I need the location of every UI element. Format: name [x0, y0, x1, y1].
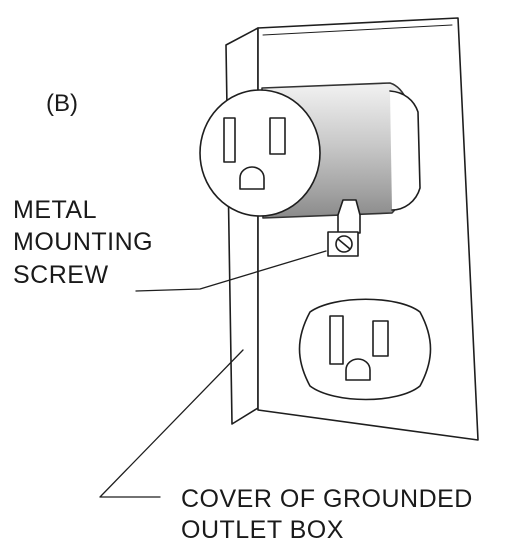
adapter-face [199, 89, 321, 217]
screw-label-line-1: METAL [13, 196, 97, 224]
adapter-tab [389, 90, 421, 211]
screw-leader-line [135, 250, 327, 292]
lower-receptacle [298, 298, 432, 401]
grounding-lug [337, 199, 361, 234]
cover-label-line-1: COVER OF GROUNDED [181, 485, 473, 513]
lower-slot-left [329, 315, 344, 365]
screw-label-line-3: SCREW [13, 261, 109, 289]
lower-ground-hole [345, 358, 371, 381]
adapter-slot-left [223, 117, 236, 163]
adapter-ground-hole [239, 166, 265, 190]
cover-leader-line [99, 349, 244, 498]
lower-slot-right [372, 320, 389, 357]
panel-label: (B) [46, 90, 78, 117]
cover-plate-rim [262, 24, 453, 36]
adapter-slot-right [269, 117, 286, 155]
screw-label-line-2: MOUNTING [13, 228, 154, 256]
cover-label-line-2: OUTLET BOX [181, 516, 344, 544]
cover-plate-edge [225, 27, 259, 425]
